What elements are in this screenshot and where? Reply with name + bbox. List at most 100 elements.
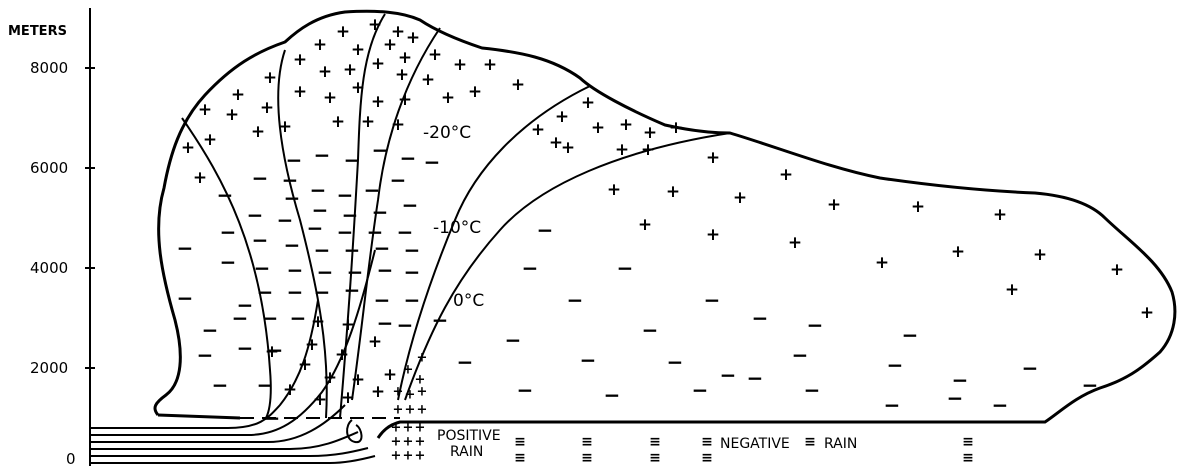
positive-charge-symbol: + bbox=[283, 380, 297, 400]
negative-charge-symbol: − bbox=[704, 288, 721, 312]
negative-charge-symbol: − bbox=[347, 260, 364, 284]
negative-charge-symbol: − bbox=[287, 280, 304, 304]
negative-charge-symbol: − bbox=[317, 260, 334, 284]
negative-rain-symbol: ≡ bbox=[514, 450, 526, 466]
positive-charge-symbol: + bbox=[311, 312, 325, 332]
positive-charge-symbol: + bbox=[406, 28, 420, 48]
negative-charge-symbol: − bbox=[747, 366, 764, 390]
negative-charge-symbol: − bbox=[314, 238, 331, 262]
positive-charge-symbol: + bbox=[331, 112, 345, 132]
negative-rain-label-rain: RAIN bbox=[824, 436, 857, 452]
axis-unit-label: METERS bbox=[8, 24, 67, 39]
positive-charge-symbol: + bbox=[323, 368, 337, 388]
positive-charge-symbol: + bbox=[591, 118, 605, 138]
positive-charge-symbol: + bbox=[335, 345, 349, 365]
negative-charge-symbol: − bbox=[404, 238, 421, 262]
negative-rain-symbol: ≡ bbox=[581, 434, 593, 450]
negative-charge-symbol: − bbox=[517, 378, 534, 402]
positive-charge-symbol: + bbox=[619, 115, 633, 135]
positive-charge-symbol: + bbox=[343, 60, 357, 80]
negative-charge-symbol: − bbox=[284, 186, 301, 210]
negative-charge-symbol: − bbox=[372, 138, 389, 162]
positive-charge-symbol: + bbox=[351, 78, 365, 98]
negative-charge-symbol: − bbox=[804, 378, 821, 402]
negative-rain-symbol: ≡ bbox=[804, 434, 816, 450]
isotherm-label-minus10: -10°C bbox=[433, 218, 481, 238]
negative-charge-symbol: − bbox=[337, 220, 354, 244]
negative-charge-symbol: − bbox=[604, 383, 621, 407]
positive-charge-symbol: + bbox=[428, 45, 442, 65]
positive-charge-symbol: + bbox=[398, 48, 412, 68]
positive-charge-symbol: + bbox=[368, 332, 382, 352]
negative-charge-symbol: − bbox=[1022, 356, 1039, 380]
negative-charge-symbol: − bbox=[372, 200, 389, 224]
positive-charge-symbol: + bbox=[951, 242, 965, 262]
negative-charge-symbol: − bbox=[580, 348, 597, 372]
positive-charge-symbol: + bbox=[669, 118, 683, 138]
negative-charge-symbol: − bbox=[884, 393, 901, 417]
negative-charge-symbol: − bbox=[287, 258, 304, 282]
negative-charge-symbol: − bbox=[310, 178, 327, 202]
positive-charge-symbol: + bbox=[733, 188, 747, 208]
negative-charge-symbol: − bbox=[177, 236, 194, 260]
negative-charge-symbol: − bbox=[247, 203, 264, 227]
positive-charge-symbol: + bbox=[638, 215, 652, 235]
positive-charge-symbol: + bbox=[875, 253, 889, 273]
positive-charge-symbol: + bbox=[368, 15, 382, 35]
negative-charge-symbol: − bbox=[397, 313, 414, 337]
negative-charge-symbol: − bbox=[252, 228, 269, 252]
negative-charge-symbol: − bbox=[364, 178, 381, 202]
isotherm-label-minus20: -20°C bbox=[423, 123, 471, 143]
positive-charge-symbol: + bbox=[265, 342, 279, 362]
negative-charge-symbol: − bbox=[400, 146, 417, 170]
negative-rain-symbol: ≡ bbox=[649, 450, 661, 466]
negative-charge-symbol: − bbox=[220, 250, 237, 274]
negative-rain-symbol: ≡ bbox=[962, 450, 974, 466]
positive-charge-symbol: + bbox=[383, 365, 397, 385]
positive-charge-symbol: + bbox=[193, 168, 207, 188]
positive-charge-symbol: + bbox=[181, 138, 195, 158]
positive-charge-symbol: + bbox=[361, 112, 375, 132]
negative-charge-symbol: − bbox=[390, 168, 407, 192]
positive-charge-symbol: + bbox=[615, 140, 629, 160]
positive-rain-label-line2: RAIN bbox=[450, 444, 483, 460]
positive-rain-charge-symbol: + bbox=[417, 403, 428, 418]
positive-rain-charge-symbol: + bbox=[391, 449, 402, 464]
positive-rain-charge-symbol: + bbox=[403, 449, 414, 464]
negative-charge-symbol: − bbox=[505, 328, 522, 352]
negative-charge-symbol: − bbox=[252, 166, 269, 190]
positive-charge-symbol: + bbox=[441, 88, 455, 108]
negative-charge-symbol: − bbox=[752, 306, 769, 330]
negative-charge-symbol: − bbox=[404, 260, 421, 284]
positive-charge-symbol: + bbox=[531, 120, 545, 140]
negative-charge-symbol: − bbox=[887, 353, 904, 377]
positive-charge-symbol: + bbox=[278, 117, 292, 137]
negative-charge-symbol: − bbox=[902, 323, 919, 347]
positive-charge-symbol: + bbox=[225, 105, 239, 125]
negative-charge-symbol: − bbox=[257, 280, 274, 304]
negative-rain-symbol: ≡ bbox=[649, 434, 661, 450]
positive-charge-symbol: + bbox=[323, 88, 337, 108]
positive-charge-symbol: + bbox=[511, 75, 525, 95]
negative-charge-symbol: − bbox=[537, 218, 554, 242]
positive-charge-symbol: + bbox=[391, 115, 405, 135]
negative-charge-symbol: − bbox=[1082, 373, 1099, 397]
positive-charges: ++++++++++++++++++++++++++++++++++++++++… bbox=[181, 15, 1154, 410]
positive-charge-symbol: + bbox=[911, 197, 925, 217]
positive-rain-charge-symbol: + bbox=[403, 363, 414, 378]
isotherm-label-0: 0°C bbox=[453, 291, 484, 311]
positive-charge-symbol: + bbox=[607, 180, 621, 200]
positive-rain-label-line1: POSITIVE bbox=[437, 428, 501, 444]
positive-rain-charge-symbol: + bbox=[415, 421, 426, 436]
tick-label-6000: 6000 bbox=[30, 159, 68, 177]
positive-charge-symbol: + bbox=[453, 55, 467, 75]
positive-charge-symbol: + bbox=[313, 390, 327, 410]
negative-charge-symbol: − bbox=[307, 216, 324, 240]
negative-charge-symbol: − bbox=[286, 148, 303, 172]
positive-charge-symbol: + bbox=[549, 133, 563, 153]
positive-charge-symbol: + bbox=[293, 50, 307, 70]
rain-negative-symbols: ≡≡≡≡≡≡≡≡≡≡≡ bbox=[514, 434, 974, 466]
positive-rain-charge-symbol: + bbox=[391, 421, 402, 436]
tick-label-4000: 4000 bbox=[30, 259, 68, 277]
